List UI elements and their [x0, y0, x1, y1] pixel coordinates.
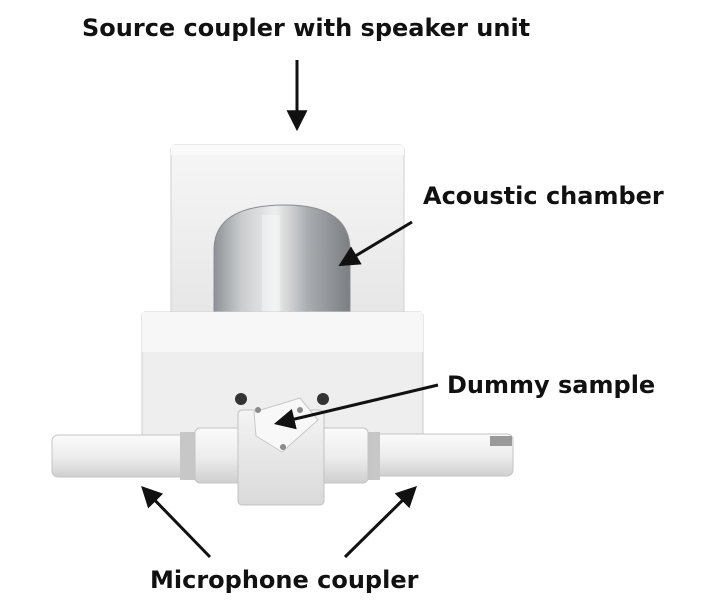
microphone-coupler-left — [51, 427, 246, 484]
arrow-mic-right — [343, 486, 417, 559]
arrow-mic-left — [141, 485, 212, 559]
acoustic-chamber-label: Acoustic chamber — [423, 182, 664, 210]
acoustic-chamber-tube — [213, 204, 351, 319]
microphone-coupler-label: Microphone coupler — [150, 566, 419, 594]
microphone-coupler-right — [317, 427, 514, 484]
arrow-chamber — [338, 220, 413, 267]
front-plate — [141, 311, 424, 453]
source-coupler-label: Source coupler with speaker unit — [82, 14, 531, 42]
dummy-sample-label: Dummy sample — [447, 371, 656, 399]
arrow-dummy — [273, 383, 439, 430]
